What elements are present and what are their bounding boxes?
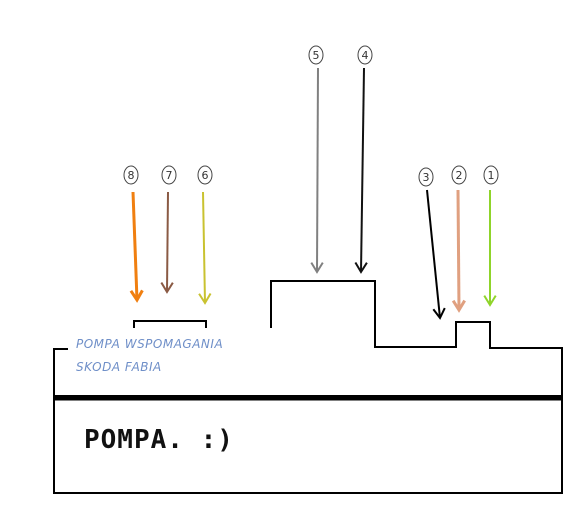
- arrow-6-label-circle: [197, 165, 213, 185]
- arrow-8: 8: [123, 165, 144, 303]
- arrow-5: 5: [308, 45, 324, 274]
- arrow-6: 6: [197, 165, 213, 305]
- arrow-2-label-circle: [451, 165, 467, 185]
- arrow-3: 3: [418, 167, 446, 320]
- arrow-5-label-circle: [308, 45, 324, 65]
- arrow-7-shaft: [166, 191, 169, 293]
- arrow-2-label: 2: [456, 169, 463, 182]
- panel-text: POMPA. :): [84, 425, 234, 455]
- arrows-layer: 8 7 6 5 4 3 2 1: [123, 45, 499, 320]
- annotation-line-1: POMPA WSPOMAGANIA: [76, 337, 224, 351]
- arrow-7: 7: [160, 165, 177, 294]
- arrow-6-head: [198, 293, 212, 305]
- annotation-line-2: SKODA FABIA: [76, 360, 162, 374]
- arrow-8-label: 8: [128, 169, 135, 182]
- arrow-5-label: 5: [313, 49, 320, 62]
- arrow-3-label: 3: [423, 171, 430, 184]
- arrow-8-shaft: [131, 191, 139, 301]
- arrow-3-head: [432, 307, 446, 320]
- arrow-5-head: [310, 262, 324, 274]
- arrow-2-shaft: [456, 189, 461, 311]
- bracket: [133, 320, 207, 328]
- arrow-1-label: 1: [488, 169, 495, 182]
- arrow-5-shaft: [316, 67, 319, 273]
- arrow-4-label: 4: [362, 49, 369, 62]
- arrow-4-shaft: [360, 67, 365, 273]
- arrow-1-head: [483, 295, 497, 307]
- arrow-3-label-circle: [418, 167, 434, 187]
- arrow-2-head: [451, 299, 466, 313]
- arrow-6-shaft: [202, 191, 206, 304]
- arrow-6-label: 6: [202, 169, 209, 182]
- pump-raised-block: [270, 280, 563, 396]
- arrow-8-label-circle: [123, 165, 139, 185]
- arrow-4: 4: [354, 45, 373, 274]
- arrow-7-label: 7: [166, 169, 173, 182]
- arrow-3-shaft: [426, 189, 441, 319]
- arrow-2: 2: [451, 165, 467, 313]
- arrow-1: 1: [483, 165, 499, 307]
- arrow-4-head: [354, 262, 368, 274]
- arrow-7-head: [160, 282, 174, 294]
- arrow-1-label-circle: [483, 165, 499, 185]
- arrow-8-head: [129, 289, 144, 303]
- arrow-7-label-circle: [161, 165, 177, 185]
- arrow-4-label-circle: [357, 45, 373, 65]
- pump-body-outline: [53, 348, 68, 396]
